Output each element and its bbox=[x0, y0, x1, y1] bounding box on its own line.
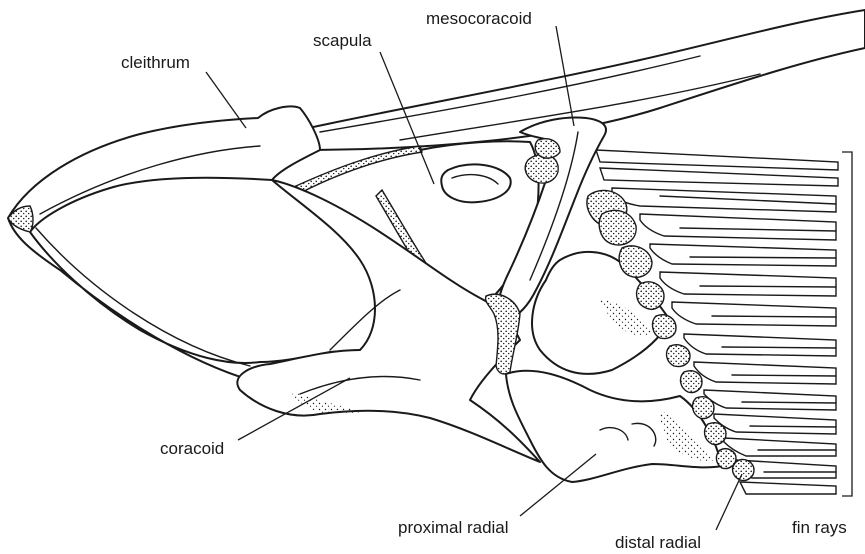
fin-ray-5 bbox=[650, 244, 836, 266]
leader-distal-radial bbox=[716, 474, 742, 530]
label-cleithrum: cleithrum bbox=[121, 54, 190, 71]
fin-ray-7 bbox=[672, 302, 836, 326]
fin-ray-1 bbox=[596, 150, 838, 170]
fin-ray-6 bbox=[660, 272, 836, 296]
fin-ray-9 bbox=[694, 362, 836, 384]
distal-radial-marked bbox=[733, 460, 754, 481]
scapular-foramen bbox=[441, 164, 510, 202]
cleithrum-body bbox=[8, 106, 360, 386]
label-proximal-radial: proximal radial bbox=[398, 519, 509, 536]
label-scapula: scapula bbox=[313, 32, 372, 49]
fin-ray-4 bbox=[640, 214, 836, 240]
label-fin-rays: fin rays bbox=[792, 519, 847, 536]
glenoid-cartilage-1 bbox=[525, 154, 558, 183]
fin-ray-3 bbox=[612, 188, 836, 212]
fin-ray-8 bbox=[684, 334, 836, 356]
label-distal-radial: distal radial bbox=[615, 534, 701, 551]
fin-ray-12 bbox=[724, 438, 836, 456]
fin-rays-bracket bbox=[842, 152, 852, 496]
fin-ray-10 bbox=[704, 390, 836, 410]
label-mesocoracoid: mesocoracoid bbox=[426, 10, 532, 27]
fin-ray-14 bbox=[740, 482, 836, 494]
fin-ray-2 bbox=[600, 168, 838, 186]
fin-ray-11 bbox=[714, 414, 836, 434]
label-coracoid: coracoid bbox=[160, 440, 224, 457]
